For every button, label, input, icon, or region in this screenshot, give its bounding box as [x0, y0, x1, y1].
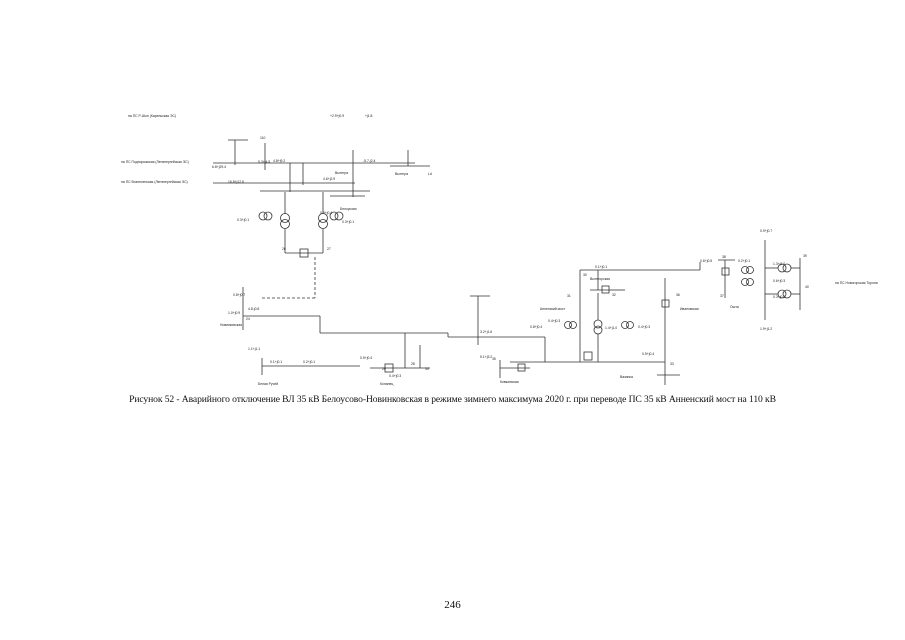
node-number: 29: [382, 367, 386, 371]
flow-label: +2.9+j0.9: [330, 114, 344, 118]
flow-label: 5.1+j3.2: [480, 355, 492, 359]
breaker: [583, 351, 593, 361]
node-number: 24: [246, 317, 250, 321]
breaker: [299, 248, 309, 258]
flow-label: 0.8+j0.7: [233, 293, 245, 297]
node-number: 32: [612, 293, 616, 297]
transformer-winding: [593, 319, 603, 329]
transformer-winding: [741, 278, 749, 286]
transformer-winding: [569, 321, 577, 329]
breaker: [721, 267, 730, 276]
breaker: [517, 363, 526, 372]
flow-label: 0.3+j0.1: [342, 220, 354, 224]
flow-label: 0.3+j0.1: [237, 218, 249, 222]
node-number: 30: [583, 273, 587, 277]
node-number: 33: [670, 362, 674, 366]
flow-label: 0.2+j0.1: [738, 259, 750, 263]
flow-label: 0.3+j0.2: [773, 295, 785, 299]
flow-label: 4.8-j0.8: [248, 307, 259, 311]
transformer-winding: [263, 211, 273, 221]
flow-label: 0.4+j0.3: [638, 325, 650, 329]
substation-label: Вытегра: [335, 171, 348, 175]
node-number: 26: [282, 247, 286, 251]
substation-label: Ивановская: [680, 307, 699, 311]
flow-label: 1.0+j0.9: [228, 311, 240, 315]
node-number: 40: [805, 285, 809, 289]
diagram-lines: [213, 139, 801, 385]
substation-label: Ковжинская: [500, 380, 519, 384]
substation-label: Ld: [428, 172, 432, 176]
flow-label: 0.5+j0.4: [642, 352, 654, 356]
ext-label: на ПС Новогорская Торона: [835, 281, 878, 285]
flow-label: 1.3+j1.0: [773, 262, 785, 266]
transformer-winding: [621, 321, 629, 329]
substation-label: Вытегорская: [590, 277, 610, 281]
node-number: 27: [327, 247, 331, 251]
substation-label: Вазинка: [620, 375, 633, 379]
transformer-winding: [593, 325, 603, 335]
transformer-winding: [318, 219, 328, 229]
substation-label: Белоусово: [340, 207, 357, 211]
flow-label: 5.3+j4.8: [258, 160, 270, 164]
transformer-winding: [280, 219, 290, 229]
flow-label: 4.6+j2.9: [323, 177, 335, 181]
flow-label: 16.8+j12.8: [228, 180, 244, 184]
flow-label: 6.8+j29.4: [212, 165, 226, 169]
ext-label: на ПС Вознесенская (Ленэнергейская ЭС): [121, 180, 188, 184]
ext-label: на ПС Р-Шон (Карельская ЭС): [128, 114, 176, 118]
substation-label: Вытегра: [395, 172, 408, 176]
node-number: 35: [492, 357, 496, 361]
flow-label: 1.9+j1.2: [760, 327, 772, 331]
node-number: 28: [411, 362, 415, 366]
flow-label: 1.1+j1.1: [248, 347, 260, 351]
flow-label: 1.4+j1.0: [605, 326, 617, 330]
page-number: 246: [444, 599, 461, 611]
node-number: 36: [676, 293, 680, 297]
flow-label: +j1.8: [365, 114, 373, 118]
flow-label: -5.7-j2.4: [363, 159, 376, 163]
flow-label: 0.4+j0.3: [548, 319, 560, 323]
node-number: 31: [567, 294, 571, 298]
node-number: 37: [720, 294, 724, 298]
flow-label: 0.2+j0.1: [303, 360, 315, 364]
flow-label: 3.2+j1.6: [480, 330, 492, 334]
flow-label: 0.6+j0.3: [773, 279, 785, 283]
substation-label: Ошта: [730, 305, 739, 309]
ext-label: на ПС Подпорожская (Ленэнергейская ЭС): [121, 160, 189, 164]
flow-label: 0.1+j0.1: [270, 360, 282, 364]
substation-label: Белая Ручей: [258, 382, 278, 386]
transformer-winding: [626, 321, 634, 329]
substation-label: Копанец: [380, 382, 393, 386]
flow-label: 0.8+j0.4: [530, 325, 542, 329]
substation-label: Анненский мост: [540, 307, 566, 311]
substation-label: Новинковская: [220, 323, 242, 327]
transformer-winding: [258, 211, 268, 221]
breaker: [384, 363, 394, 373]
node-number: 38: [722, 255, 726, 259]
bus-label: 110: [260, 136, 266, 140]
figure-caption: Рисунок 52 - Аварийного отключение ВЛ 35…: [129, 394, 776, 405]
flow-label: 0.9+j0.7: [760, 229, 772, 233]
node-number: 34: [425, 367, 429, 371]
flow-label: 4.8+j9.2: [273, 159, 285, 163]
transformer-winding: [329, 211, 339, 221]
transformer-winding: [746, 266, 754, 274]
diagram-labels: на ПС Р-Шон (Карельская ЭС) на ПС Подпор…: [121, 114, 878, 386]
flow-label: 0.1+j0.1: [595, 265, 607, 269]
transformer-winding: [334, 211, 344, 221]
breaker: [661, 299, 670, 308]
flow-label: 0.5+j0.4: [360, 356, 372, 360]
flow-label: 0.5+j0.4: [320, 211, 332, 215]
flow-label: 0.4+j0.3: [389, 374, 401, 378]
node-number: 39: [803, 254, 807, 258]
transformer-winding: [741, 266, 749, 274]
breaker: [601, 285, 610, 294]
transformer-winding: [564, 321, 572, 329]
transformer-winding: [746, 278, 754, 286]
flow-label: 0.6+j0.5: [700, 259, 712, 263]
